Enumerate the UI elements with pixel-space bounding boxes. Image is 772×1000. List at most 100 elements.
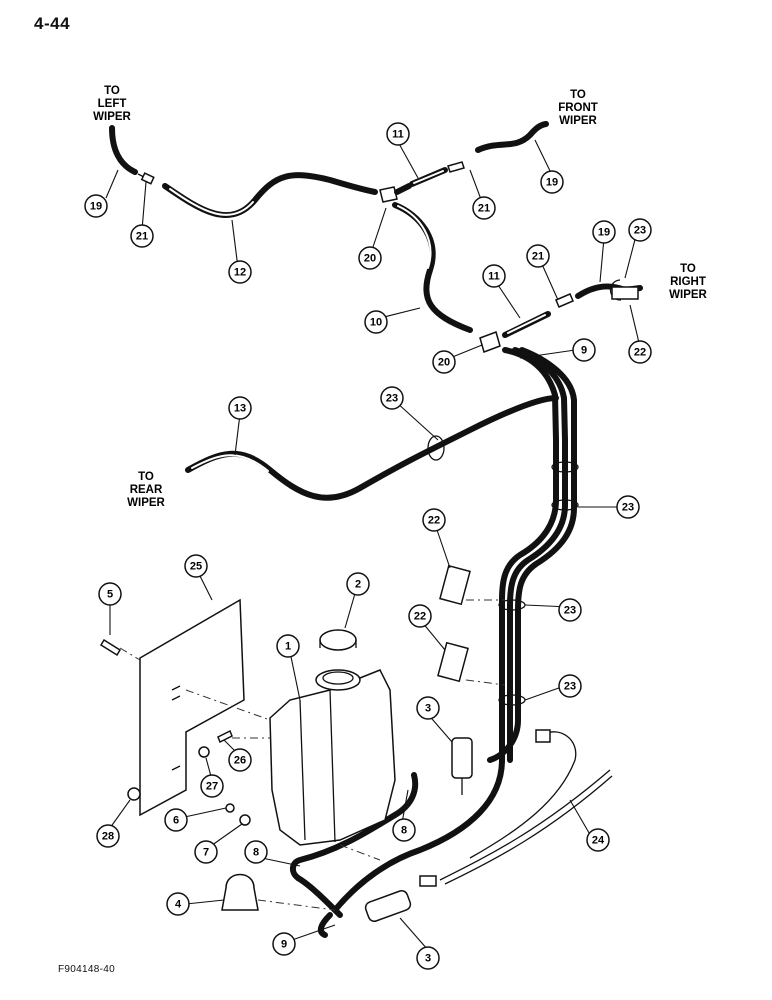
callout-number: 26: [234, 755, 246, 767]
callout-23: 23: [558, 598, 582, 622]
callout-number: 8: [401, 825, 407, 837]
callout-13: 13: [228, 396, 252, 420]
callout-number: 23: [564, 605, 576, 617]
figure-id: F904148-40: [58, 964, 115, 975]
callout-number: 20: [364, 253, 376, 265]
fitting-21-left: [140, 172, 155, 185]
callout-22: 22: [408, 604, 432, 628]
callout-number: 19: [598, 227, 610, 239]
callout-5: 5: [98, 582, 122, 606]
callout-25: 25: [184, 554, 208, 578]
bracket-22-b: [437, 641, 469, 683]
callout-number: 11: [488, 271, 500, 283]
callout-number: 19: [546, 177, 558, 189]
label-rear-wiper-2: REAR: [130, 484, 163, 496]
callout-number: 2: [355, 579, 361, 591]
page-number: 4-44: [34, 14, 71, 33]
callout-number: 13: [234, 403, 246, 415]
callout-number: 1: [285, 641, 291, 653]
callout-4: 4: [166, 892, 190, 916]
label-front-wiper-2: FRONT: [558, 102, 598, 114]
callout-11: 11: [482, 264, 506, 288]
label-rear-wiper-1: TO: [138, 471, 154, 483]
callout-number: 22: [634, 347, 646, 359]
callout-number: 11: [392, 129, 404, 141]
bundle-clamps: [427, 435, 579, 706]
callout-number: 21: [136, 231, 148, 243]
hose-network: [109, 121, 643, 938]
label-left-wiper-3: WIPER: [93, 111, 131, 123]
callout-number: 23: [622, 502, 634, 514]
callout-23: 23: [616, 495, 640, 519]
callout-10: 10: [364, 310, 388, 334]
callout-number: 23: [564, 681, 576, 693]
callout-27: 27: [200, 774, 224, 798]
nut-28: [127, 787, 141, 801]
callout-number: 5: [107, 589, 113, 601]
callout-21: 21: [472, 196, 496, 220]
bolt-5: [99, 638, 122, 657]
label-front-wiper-3: WIPER: [559, 115, 597, 127]
callout-number: 4: [175, 899, 182, 911]
mounting-bracket-25: [139, 598, 245, 817]
callout-number: 21: [478, 203, 490, 215]
callout-24: 24: [586, 828, 610, 852]
callout-2: 2: [346, 572, 370, 596]
callout-number: 23: [634, 225, 646, 237]
callout-number: 28: [102, 831, 114, 843]
pump-3-upper: [451, 737, 473, 779]
callout-number: 24: [592, 835, 605, 847]
alignment-lines: [119, 599, 506, 911]
callout-11: 11: [386, 122, 410, 146]
callout-3: 3: [416, 696, 440, 720]
destination-labels: TO LEFT WIPER TO FRONT WIPER TO RIGHT WI…: [93, 85, 707, 509]
callout-number: 19: [90, 201, 102, 213]
callout-number: 3: [425, 703, 431, 715]
callout-26: 26: [228, 748, 252, 772]
callout-number: 21: [532, 251, 544, 263]
label-right-wiper-1: TO: [680, 263, 696, 275]
callout-12: 12: [228, 260, 252, 284]
callout-8: 8: [392, 818, 416, 842]
callout-23: 23: [628, 218, 652, 242]
bracket-22-a: [439, 564, 471, 606]
callout-number: 12: [234, 267, 246, 279]
label-right-wiper-2: RIGHT: [670, 276, 706, 288]
callout-number: 22: [428, 515, 440, 527]
label-left-wiper-2: LEFT: [98, 98, 127, 110]
cap-2: [319, 629, 357, 651]
callout-3: 3: [416, 946, 440, 970]
callout-20: 20: [432, 350, 456, 374]
callout-number: 7: [203, 847, 209, 859]
callout-21: 21: [130, 224, 154, 248]
callout-number: 10: [370, 317, 382, 329]
callout-19: 19: [540, 170, 564, 194]
callout-8: 8: [244, 840, 268, 864]
callout-number: 9: [281, 939, 287, 951]
callout-6: 6: [164, 808, 188, 832]
washer-6: [225, 803, 235, 813]
callout-9: 9: [272, 932, 296, 956]
callout-23: 23: [558, 674, 582, 698]
pump-3-lower: [364, 890, 412, 922]
callout-number: 22: [414, 611, 426, 623]
label-rear-wiper-3: WIPER: [127, 497, 165, 509]
callout-number: 8: [253, 847, 259, 859]
callout-1: 1: [276, 634, 300, 658]
label-left-wiper-1: TO: [104, 85, 120, 97]
callout-number: 27: [206, 781, 218, 793]
wire-harness-24: [439, 769, 613, 885]
callout-number: 20: [438, 357, 450, 369]
callout-number: 9: [581, 345, 587, 357]
callout-23: 23: [380, 386, 404, 410]
washer-27: [198, 746, 210, 758]
callout-20: 20: [358, 246, 382, 270]
callout-21: 21: [526, 244, 550, 268]
label-right-wiper-3: WIPER: [669, 289, 707, 301]
callout-number: 6: [173, 815, 179, 827]
bracket-22-right: [611, 286, 639, 300]
callout-number: 3: [425, 953, 431, 965]
callout-22: 22: [422, 508, 446, 532]
